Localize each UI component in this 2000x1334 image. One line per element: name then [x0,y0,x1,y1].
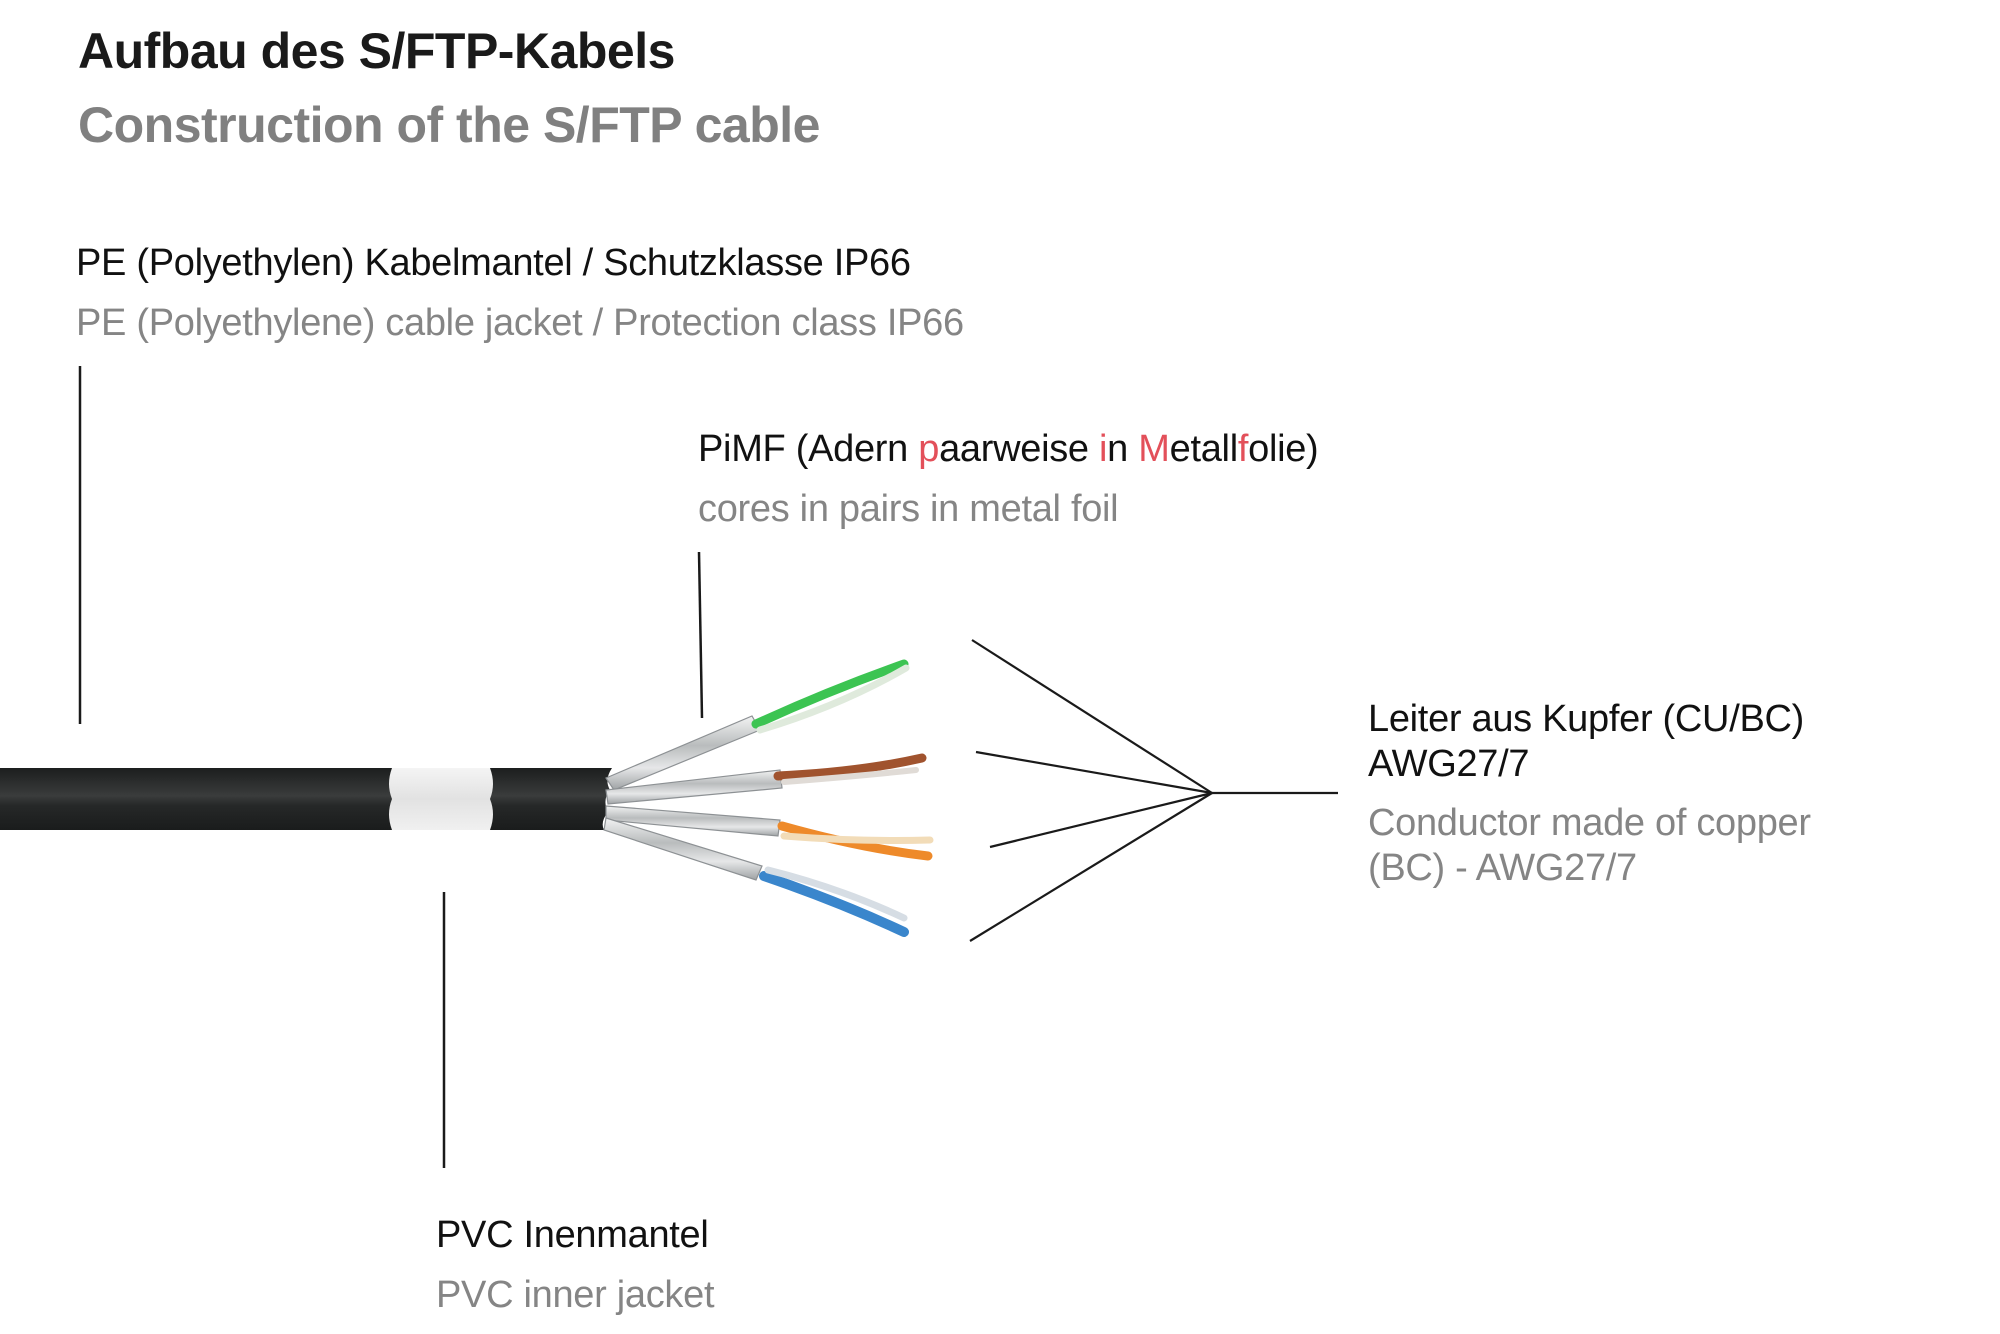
pimf-seg: PiMF (Adern [698,428,919,470]
pimf-accent-letter: f [1237,428,1249,470]
title-german: Aufbau des S/FTP-Kabels [78,23,675,79]
cable-outer-jacket [0,768,612,830]
outer-jacket-label-en: PE (Polyethylene) cable jacket / Protect… [76,302,964,344]
pimf-label-de: PiMF (Adern paarweise in Metallfolie) [698,428,1319,471]
pimf-foil-shields [603,715,783,881]
pimf-seg: aarweise [939,428,1100,470]
inner-jacket-label-de: PVC Inenmantel [436,1214,709,1256]
wire-pair-brown [773,753,927,785]
pimf-accent-letter: p [918,428,940,470]
conductor-fan-lines [969,639,1338,942]
conductor-label-en-1: Conductor made of copper [1368,802,1811,844]
pimf-seg: n [1107,428,1139,470]
conductor-label-en-2: (BC) - AWG27/7 [1368,847,1637,889]
wire-pair-blue [759,866,909,937]
leader-line-pimf [697,551,704,719]
pimf-accent-letter: i [1099,428,1108,470]
pimf-seg: olie) [1248,428,1319,470]
inner-jacket-label-en: PVC inner jacket [436,1274,715,1316]
wire-pair-green [751,659,910,734]
conductor-label-de-1: Leiter aus Kupfer (CU/BC) [1368,698,1804,740]
pimf-seg: etall [1169,428,1239,470]
outer-jacket-label-de: PE (Polyethylen) Kabelmantel / Schutzkla… [76,242,911,284]
pimf-label-en: cores in pairs in metal foil [698,488,1119,530]
pimf-accent-letter: M [1138,428,1170,470]
conductor-label-de-2: AWG27/7 [1368,743,1530,785]
wire-pair-orange [777,821,934,861]
title-english: Construction of the S/FTP cable [78,97,820,153]
cable-inner-jacket [389,768,493,830]
